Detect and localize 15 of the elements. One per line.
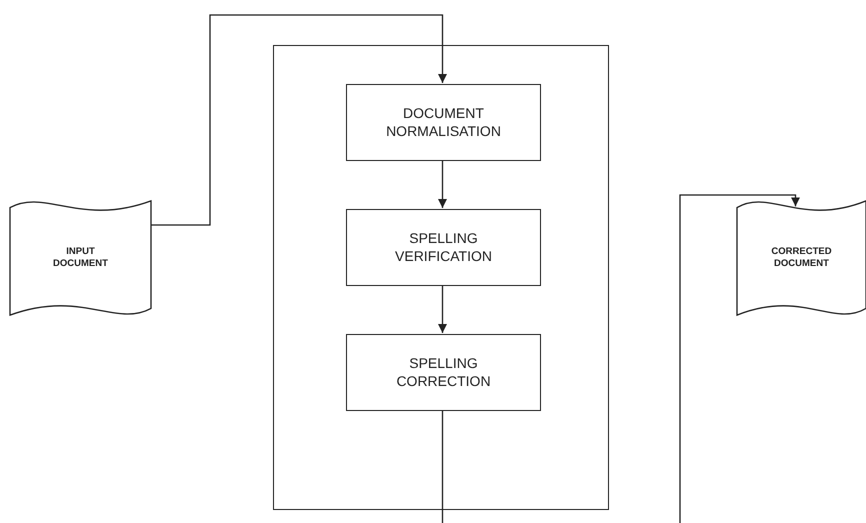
node-label: INPUT DOCUMENT	[52, 246, 109, 270]
arrow	[438, 285, 447, 333]
document-shape	[10, 198, 151, 318]
arrow	[438, 160, 447, 208]
node-label: CORRECTED DOCUMENT	[770, 246, 833, 270]
process-box	[346, 334, 541, 411]
node-label: SPELLING CORRECTION	[395, 355, 492, 390]
node-label: SPELLING VERIFICATION	[394, 230, 493, 265]
node-label: DOCUMENT NORMALISATION	[385, 105, 502, 140]
process-box	[346, 209, 541, 286]
arrow	[151, 14, 447, 226]
process-box	[346, 84, 541, 161]
arrow	[679, 194, 800, 523]
document-shape	[737, 198, 866, 318]
container-box	[273, 45, 609, 510]
